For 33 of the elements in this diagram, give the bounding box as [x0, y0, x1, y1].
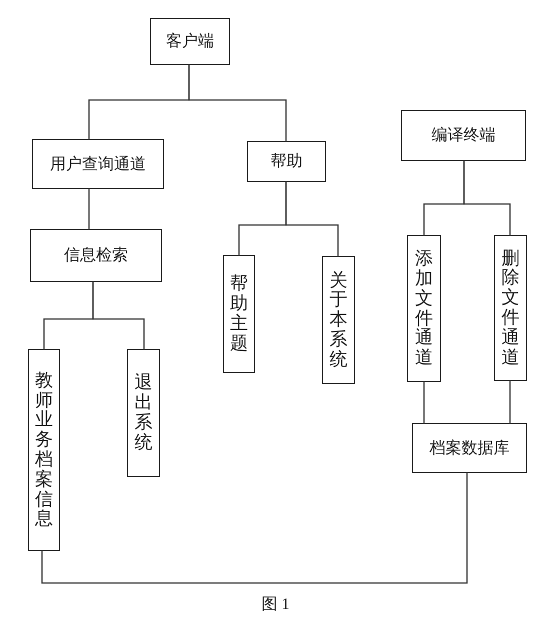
process-box: [150, 18, 230, 65]
process-box: [494, 235, 527, 381]
connector-line: [188, 65, 287, 141]
node-label: 帮助主题: [230, 274, 248, 354]
process-box: [412, 423, 527, 473]
process-box: [127, 349, 160, 477]
node-label: 删除文件通道: [502, 248, 520, 368]
process-box: [32, 139, 164, 189]
node-label: 帮助: [270, 151, 302, 172]
connector-line: [92, 282, 145, 349]
node-label: 档案数据库: [430, 438, 510, 458]
node-label: 编译终端: [432, 125, 496, 146]
node-label: 用户查询通道: [50, 154, 146, 174]
process-box: [401, 110, 526, 161]
node-label: 信息检索: [64, 245, 128, 266]
node-label: 关于本系统: [330, 270, 348, 370]
process-box: [30, 229, 162, 282]
connector-line: [88, 189, 90, 229]
node-label: 添加文件通道: [415, 249, 433, 368]
node-label: 退出系统: [134, 373, 152, 453]
node-label: 教师业务档案信息: [35, 370, 53, 530]
figure-caption: 图 1: [260, 595, 290, 615]
connector-line: [509, 381, 511, 423]
process-box: [407, 235, 441, 382]
connector-line: [285, 182, 339, 256]
connector-line: [41, 473, 468, 584]
connector-line: [423, 382, 425, 423]
node-label: 客户端: [166, 31, 214, 52]
process-box: [223, 255, 255, 373]
connector-line: [463, 161, 511, 235]
process-box: [322, 256, 355, 384]
process-box: [247, 141, 326, 182]
process-box: [28, 349, 60, 551]
